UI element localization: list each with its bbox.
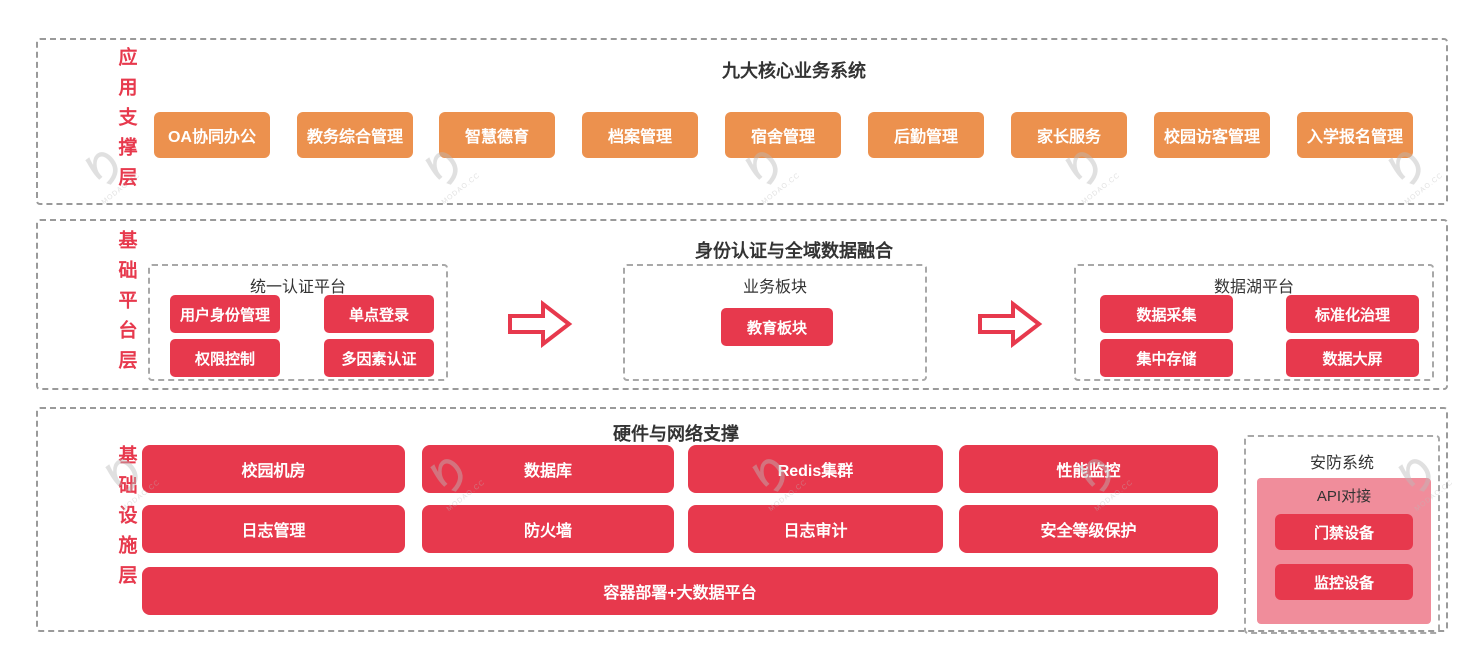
panel-datalake-title: 数据湖平台	[1213, 279, 1294, 296]
layer-label-application-support: 应用支撑层	[115, 46, 137, 197]
panel-business-title: 业务板块	[742, 279, 807, 296]
layer-platform: 基础平台层 身份认证与全域数据融合 统一认证平台 用户身份管理 单点登录 权限控…	[36, 219, 1448, 390]
layer-infrastructure: 基础设施层 硬件与网络支撑 校园机房 数据库 Redis集群 性能监控 日志管理…	[36, 407, 1448, 634]
infra-box-log-audit: 日志审计	[688, 505, 943, 553]
panel-unified-auth-title: 统一认证平台	[249, 279, 346, 296]
infra-box-container-bigdata: 容器部署+大数据平台	[142, 567, 1218, 615]
infra-box-server-room: 校园机房	[142, 445, 405, 493]
api-integration-title: API对接	[1316, 488, 1372, 505]
system-box-sushe: 宿舍管理	[725, 112, 841, 158]
infra-box-perf-mon: 性能监控	[959, 445, 1218, 493]
layer-title-hardware-network: 硬件与网络支撑	[613, 424, 739, 444]
infra-box-firewall: 防火墙	[422, 505, 674, 553]
panel-datalake: 数据湖平台 数据采集 标准化治理 集中存储 数据大屏	[1074, 264, 1434, 381]
layer-title-identity-data: 身份认证与全域数据融合	[695, 241, 893, 261]
infra-box-log-mgmt: 日志管理	[142, 505, 405, 553]
panel-security-title: 安防系统	[1309, 455, 1374, 472]
flow-arrow-icon	[508, 300, 573, 348]
infra-box-database: 数据库	[422, 445, 674, 493]
layer-title-core-systems: 九大核心业务系统	[722, 61, 866, 81]
infra-box-redis: Redis集群	[688, 445, 943, 493]
module-box-education: 教育板块	[721, 308, 833, 346]
layer-application-support: 应用支撑层 九大核心业务系统 OA协同办公 教务综合管理 智慧德育 档案管理 宿…	[36, 38, 1448, 205]
infra-box-security-level: 安全等级保护	[959, 505, 1218, 553]
system-box-ruxue: 入学报名管理	[1297, 112, 1413, 158]
module-box-data-collect: 数据采集	[1100, 295, 1233, 333]
security-box-access-control: 门禁设备	[1275, 514, 1413, 550]
module-box-data-screen: 数据大屏	[1286, 339, 1419, 377]
panel-business: 业务板块 教育板块	[623, 264, 927, 381]
system-box-fangke: 校园访客管理	[1154, 112, 1270, 158]
module-box-central-store: 集中存储	[1100, 339, 1233, 377]
module-box-standardize: 标准化治理	[1286, 295, 1419, 333]
module-box-user-identity: 用户身份管理	[170, 295, 280, 333]
security-box-surveillance: 监控设备	[1275, 564, 1413, 600]
system-box-jiazhang: 家长服务	[1011, 112, 1127, 158]
layer-label-infrastructure: 基础设施层	[115, 444, 137, 595]
system-box-houqin: 后勤管理	[868, 112, 984, 158]
system-box-oa: OA协同办公	[154, 112, 270, 158]
api-integration-box: API对接 门禁设备 监控设备	[1257, 478, 1431, 624]
system-box-deyu: 智慧德育	[439, 112, 555, 158]
system-box-jiaowu: 教务综合管理	[297, 112, 413, 158]
layer-label-platform: 基础平台层	[115, 229, 137, 380]
panel-security-system: 安防系统 API对接 门禁设备 监控设备	[1244, 435, 1440, 634]
module-box-sso: 单点登录	[324, 295, 434, 333]
flow-arrow-icon	[978, 300, 1043, 348]
module-box-mfa: 多因素认证	[324, 339, 434, 377]
system-box-dangan: 档案管理	[582, 112, 698, 158]
module-box-permission: 权限控制	[170, 339, 280, 377]
panel-unified-auth: 统一认证平台 用户身份管理 单点登录 权限控制 多因素认证	[148, 264, 448, 381]
